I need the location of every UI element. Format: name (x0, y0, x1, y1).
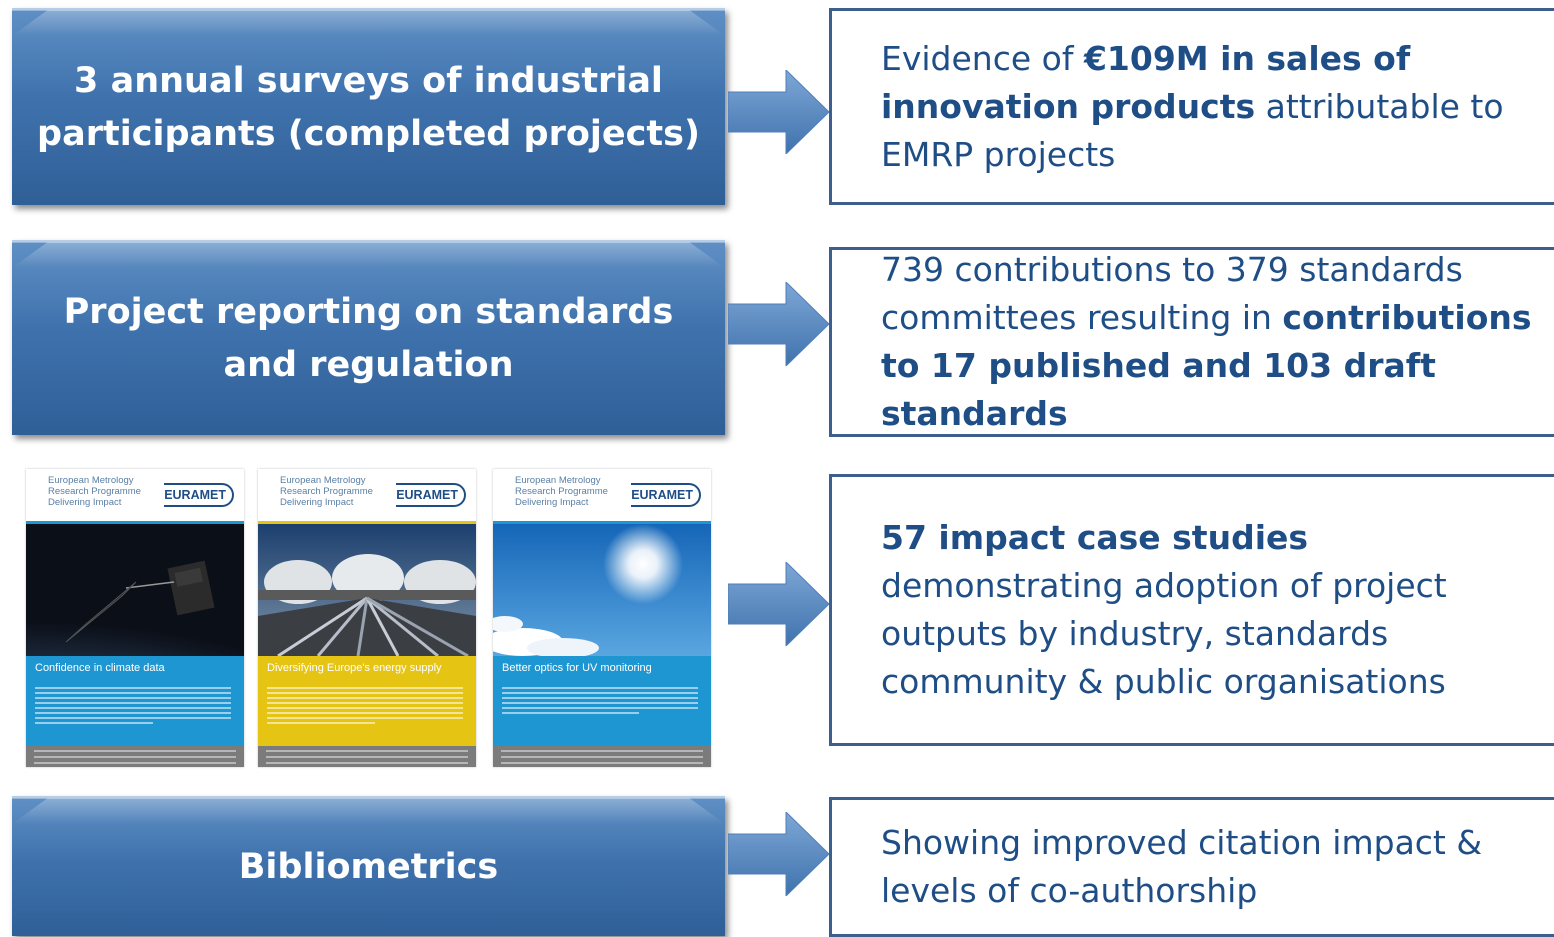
result-box-sales: Evidence of €109M in sales of innovation… (829, 8, 1554, 205)
result-text-case-studies: 57 impact case studies demonstrating ado… (881, 518, 1447, 701)
result-box-standards: 739 contributions to 379 standards commi… (829, 247, 1554, 437)
brochure-title: Diversifying Europe's energy supply (267, 662, 442, 674)
satellite-photo (26, 524, 244, 656)
brochure-body-lines (502, 687, 698, 717)
brochure-band (258, 656, 476, 746)
brochure-stripe (26, 521, 244, 525)
pipeline-photo (258, 524, 476, 656)
source-box-bibliometrics: Bibliometrics (12, 796, 725, 936)
brochure-stripe (258, 521, 476, 525)
brochure-band (26, 656, 244, 746)
euramet-logo: EURAMET (631, 483, 701, 507)
brochure-body-lines (267, 687, 463, 727)
result-text-standards: 739 contributions to 379 standards commi… (881, 250, 1532, 433)
box-bevel (12, 10, 725, 36)
arrow-right-icon (728, 812, 830, 896)
arrow-right-icon (728, 562, 830, 646)
result-text-citations: Showing improved citation impact & level… (881, 823, 1483, 910)
source-text-surveys: 3 annual surveys of industrial participa… (37, 60, 700, 154)
brochure-title: Better optics for UV monitoring (502, 662, 652, 674)
brochure-body-lines (35, 687, 231, 727)
box-bevel (12, 798, 725, 824)
result-box-case-studies: 57 impact case studies demonstrating ado… (829, 474, 1554, 746)
source-text-bibliometrics: Bibliometrics (238, 846, 499, 887)
arrow-right-icon (728, 70, 830, 154)
result-text-sales: Evidence of €109M in sales of innovation… (881, 38, 1504, 174)
source-text-standards: Project reporting on standards and regul… (63, 291, 674, 385)
sky-sun-photo (493, 524, 711, 656)
brochure-title: Confidence in climate data (35, 662, 165, 674)
arrow-right-icon (728, 282, 830, 366)
source-box-standards: Project reporting on standards and regul… (12, 240, 725, 435)
brochure-footer (493, 746, 711, 767)
euramet-logo: EURAMET (164, 483, 234, 507)
brochure-footer (26, 746, 244, 767)
box-bevel (12, 242, 725, 268)
source-box-surveys: 3 annual surveys of industrial participa… (12, 8, 725, 205)
euramet-logo: EURAMET (396, 483, 466, 507)
brochure-band (493, 656, 711, 746)
result-box-citations: Showing improved citation impact & level… (829, 797, 1554, 937)
brochure-stripe (493, 521, 711, 525)
brochure-footer (258, 746, 476, 767)
